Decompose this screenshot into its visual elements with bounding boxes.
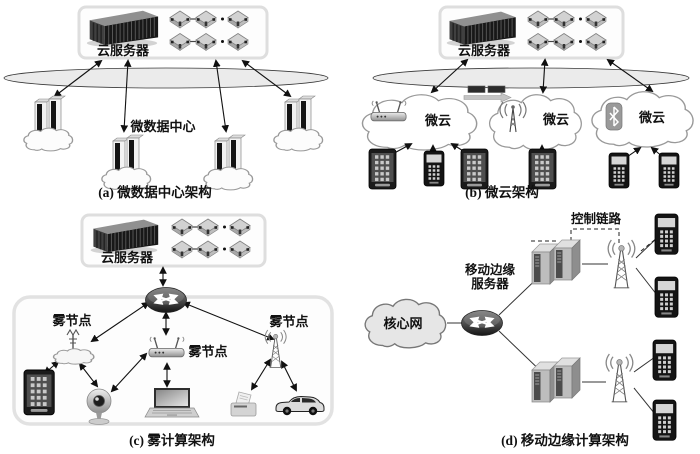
edge-server-icon [532,358,580,402]
phone-icon [422,149,446,188]
tablet-icon [459,147,490,191]
phone-icon [657,151,681,190]
vm-migration-icon [463,85,512,103]
cloud-server-label: 云服务器 [101,250,154,265]
phone-icon [653,275,680,319]
server-cluster-icons [170,11,248,28]
bluetooth-icon [605,102,623,131]
edge-server-label: 服务器 [471,276,509,291]
panel-a: 云服务器 微数据中心 (a) 微数据中心架构 [3,5,329,200]
micro-datacenter-label: 微数据中心 [129,119,195,134]
caption-c: (c) 雾计算架构 [129,432,215,448]
edge-server-label: 移动边缘 [465,262,516,277]
panel-d: 核心网 移动边缘 服务器 控制链路 (d) 移动边缘计算架构 [364,211,680,448]
caption-a: (a) 微数据中心架构 [98,184,212,200]
control-link-label: 控制链路 [571,211,622,226]
base-station-icon [607,239,636,289]
phone-icon [651,338,678,382]
tablet-icon [22,368,57,417]
micro-datacenter-icon [24,96,73,151]
panel-a-links [53,59,292,133]
tablet-icon [527,147,558,191]
server-cluster-icons [528,11,606,28]
fog-node-label: 雾节点 [51,313,91,328]
server-cluster-icons [172,241,250,258]
edge-server-icon [532,240,580,284]
server-cluster-icons [172,219,250,236]
cloudlet-label: 微云 [424,113,451,128]
caption-b: (b) 微云架构 [465,184,539,200]
cloudlet-label: 微云 [638,110,665,125]
panel-b: 云服务器 微云 微云 微云 (b) 微云架构 [361,5,694,200]
cloudlet-cloud [361,94,478,151]
network-ellipse [372,67,690,89]
core-network-label: 核心网 [383,316,422,331]
fog-node-label: 雾节点 [187,344,227,359]
panel-b-links [430,58,654,94]
panel-c-links [43,266,297,393]
phone-icon [653,212,680,256]
phone-icon [607,151,631,190]
micro-datacenter-icon [274,96,323,151]
tablet-icon [367,147,398,191]
micro-datacenter-icon [204,135,253,190]
server-cluster-icons [528,34,606,51]
cloud-server-label: 云服务器 [458,43,511,58]
router-icon [146,288,187,313]
panel-c: 云服务器 雾节点 雾节点 雾节点 (c) 雾计算架构 [12,213,334,448]
server-cluster-icons [170,34,248,51]
network-ellipse [3,67,329,89]
phone-icon [651,398,678,442]
control-link-dashed [531,228,658,252]
cloudlet-label: 微云 [542,112,569,127]
webcam-icon [86,388,112,425]
router-icon [462,311,503,336]
micro-datacenter-icon [102,135,151,190]
cloud-server-label: 云服务器 [97,43,150,58]
fog-node-label: 雾节点 [268,314,308,329]
base-station-icon [605,353,634,403]
caption-d: (d) 移动边缘计算架构 [501,432,629,448]
